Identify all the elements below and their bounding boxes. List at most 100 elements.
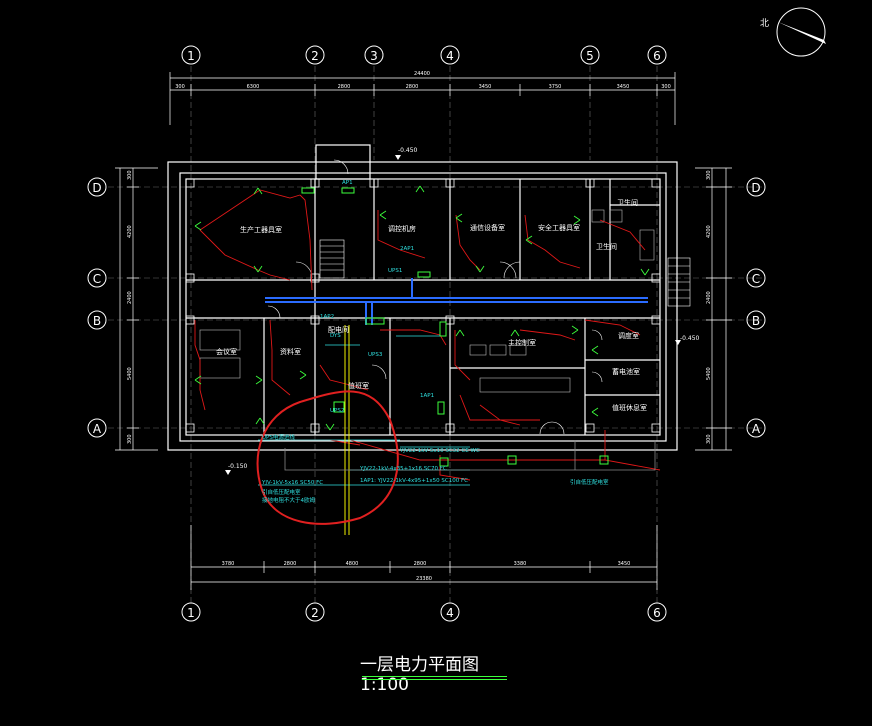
title-underline xyxy=(362,679,507,680)
room-label: 配电间 xyxy=(328,325,349,334)
grid-bubbles-sides xyxy=(87,177,766,438)
dim-right-3: 5400 xyxy=(706,367,712,380)
grid-label-top-5: 5 xyxy=(586,49,594,63)
cable-note: 接地电阻不大于4欧姆 xyxy=(262,496,315,504)
cable-note: 引自低压配电室 xyxy=(262,488,301,496)
grid-label-top-2: 2 xyxy=(311,49,319,63)
dim-top-0: 300 xyxy=(175,84,185,90)
equipment-label: 1AP1 xyxy=(420,393,434,399)
dim-top-total: 24400 xyxy=(414,71,430,77)
axis-lines xyxy=(108,66,765,605)
room-label: 卫生间 xyxy=(596,242,617,251)
cable-tray xyxy=(265,278,648,325)
grid-label-top-3: 3 xyxy=(370,49,378,63)
room-label: 卫生间 xyxy=(617,198,638,207)
outdoor-cable-route xyxy=(284,440,656,471)
grid-label-right-B: B xyxy=(752,314,760,328)
dim-right-2: 2400 xyxy=(706,291,712,304)
equipment-label: 2AP1 xyxy=(400,246,414,252)
room-label: 会议室 xyxy=(216,347,237,356)
grounding-leads xyxy=(344,325,350,535)
top-dimensions xyxy=(169,72,676,125)
level-label: -0.150 xyxy=(228,463,248,470)
level-label: -0.450 xyxy=(680,335,700,342)
grid-label-top-6: 6 xyxy=(653,49,661,63)
equipment-label: UPS3 xyxy=(368,352,383,358)
cable-note: 引自低压配电室 xyxy=(570,478,609,486)
socket-symbols xyxy=(194,185,650,431)
north-label: 北 xyxy=(760,18,769,29)
cable-note: YJV22-1kV-4x35+1x16 SC70 FC xyxy=(359,466,447,472)
dim-top-2: 2800 xyxy=(338,84,351,90)
cable-note: YJV22-1kV-5x10 SC32 CE WC xyxy=(399,448,480,454)
equipment-label: AP1 xyxy=(342,180,353,186)
dim-top-6: 3450 xyxy=(617,84,630,90)
dim-top-1: 6300 xyxy=(247,84,260,90)
doors xyxy=(267,159,603,435)
dim-right-4: 300 xyxy=(706,434,712,444)
building-walls xyxy=(167,144,678,451)
grid-label-right-A: A xyxy=(752,422,761,436)
grid-label-bottom-2: 2 xyxy=(311,606,319,620)
grid-label-bottom-6: 6 xyxy=(653,606,661,620)
dim-left-4: 300 xyxy=(127,434,133,444)
room-label: 值班休息室 xyxy=(612,403,647,412)
bottom-dimensions xyxy=(190,525,658,590)
room-label: 值班室 xyxy=(348,381,369,390)
grid-label-left-C: C xyxy=(93,272,101,286)
equipment-label: UPS2 xyxy=(330,408,344,414)
dim-bottom-total: 23380 xyxy=(416,576,432,582)
north-arrow-icon: 北 xyxy=(760,7,826,57)
furniture xyxy=(199,209,655,393)
room-label: 生产工器具室 xyxy=(240,225,282,234)
room-label: 资料室 xyxy=(280,347,301,356)
cable-note: UPS电源进线 xyxy=(262,433,295,441)
grid-label-right-C: C xyxy=(752,272,760,286)
stairs xyxy=(319,239,691,307)
grid-label-left-A: A xyxy=(93,422,102,436)
distribution-panels xyxy=(301,187,609,467)
room-label: 调控机房 xyxy=(388,224,416,233)
dim-top-5: 3750 xyxy=(549,84,562,90)
columns xyxy=(185,178,661,433)
dim-bottom-4: 3380 xyxy=(514,561,527,567)
dim-right-0: 300 xyxy=(706,170,712,180)
grid-label-right-D: D xyxy=(751,181,760,195)
grid-label-bottom-4: 4 xyxy=(446,606,454,620)
grid-bubbles-top xyxy=(181,45,667,65)
cable-note: 1AP1: YJV22-1kV-4x95+1x50 SC100 FC xyxy=(360,478,468,484)
dim-left-1: 4200 xyxy=(127,225,133,238)
room-label: 安全工器具室 xyxy=(538,223,580,232)
grid-label-left-D: D xyxy=(92,181,101,195)
grid-label-top-1: 1 xyxy=(187,49,195,63)
dim-left-3: 5400 xyxy=(127,367,133,380)
room-label: 通信设备室 xyxy=(470,223,505,232)
equipment-label: DYS xyxy=(330,333,341,339)
dim-bottom-1: 2800 xyxy=(284,561,297,567)
dim-left-2: 2400 xyxy=(127,291,133,304)
title-underline xyxy=(362,676,507,677)
left-dimensions xyxy=(115,167,158,451)
dim-bottom-3: 2800 xyxy=(414,561,427,567)
equipment-label: 1AP2 xyxy=(320,314,334,320)
room-label: 调度室 xyxy=(618,331,639,340)
equipment-label: UPS1 xyxy=(388,268,402,274)
level-markers: -0.450 -0.150 -0.450 xyxy=(225,147,700,475)
dim-bottom-0: 3780 xyxy=(222,561,235,567)
room-label: 蓄电池室 xyxy=(612,367,640,376)
grid-label-bottom-1: 1 xyxy=(187,606,195,620)
dim-bottom-2: 4800 xyxy=(346,561,359,567)
grid-bubbles-bottom xyxy=(181,602,667,622)
dim-top-4: 3450 xyxy=(479,84,492,90)
cable-note: YJV-1kV-5x16 SC50 FC xyxy=(261,480,323,486)
dim-bottom-5: 3450 xyxy=(618,561,631,567)
dim-left-0: 300 xyxy=(127,170,133,180)
grid-label-top-4: 4 xyxy=(446,49,454,63)
grid-label-left-B: B xyxy=(93,314,101,328)
dim-top-3: 2800 xyxy=(406,84,419,90)
right-dimensions xyxy=(695,167,732,451)
dim-top-7: 300 xyxy=(661,84,671,90)
markup-circle xyxy=(256,390,399,525)
room-label: 主控制室 xyxy=(508,338,536,347)
